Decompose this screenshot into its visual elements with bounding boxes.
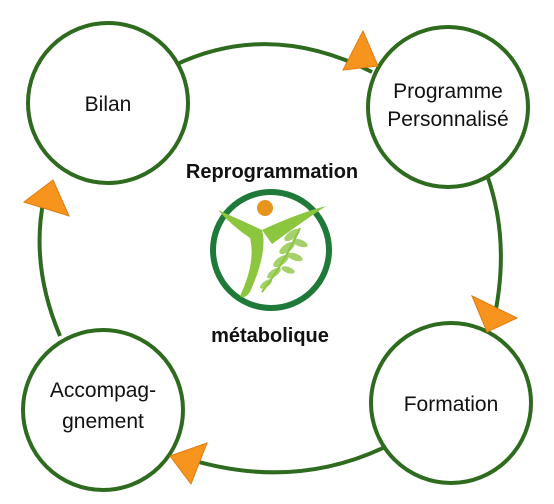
node-programme: Programme Personnalisé [366, 25, 530, 189]
node-accompagnement-circle [21, 328, 185, 492]
connector-formation-accompagnement [181, 445, 386, 475]
node-programme-label-line2: Personnalisé [387, 108, 508, 131]
arrow-to-programme-icon [342, 29, 379, 71]
node-accompagnement: Accompag- gnement [21, 328, 185, 492]
cycle-arrows [22, 29, 519, 486]
node-formation-label: Formation [404, 393, 499, 416]
node-bilan-circle [26, 21, 190, 185]
node-programme-circle [366, 25, 530, 189]
node-accompagnement-label-line2: gnement [62, 410, 144, 433]
node-bilan: Bilan [26, 21, 190, 185]
person-leaf-logo-icon [210, 189, 332, 311]
logo-right-arm [262, 206, 326, 244]
arrow-to-bilan-icon [22, 179, 70, 217]
node-bilan-label: Bilan [85, 93, 132, 116]
node-formation: Formation [369, 321, 533, 485]
arrow-to-accompagnement-icon [169, 442, 208, 486]
node-accompagnement-label-line1: Accompag- [50, 379, 156, 402]
logo-stem [261, 227, 301, 293]
arrow-to-formation-icon [471, 294, 519, 333]
node-programme-label-line1: Programme [393, 80, 503, 103]
logo-head [257, 200, 273, 216]
connector-accompagnement-bilan [37, 197, 62, 337]
node-formation-circle [369, 321, 533, 485]
center-title-bottom: métabolique [211, 325, 329, 347]
connector-bilan-programme [174, 42, 373, 74]
logo-ring [210, 189, 332, 311]
logo-body [218, 210, 264, 298]
center-title-top: Reprogrammation [186, 161, 358, 183]
